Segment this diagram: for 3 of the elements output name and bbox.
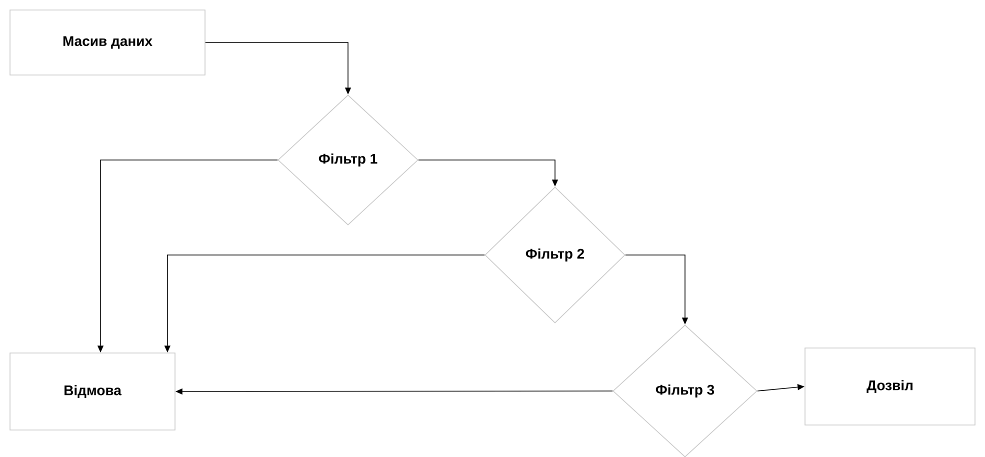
process-box: Дозвіл — [804, 348, 976, 426]
process-box: Масив даних — [10, 10, 206, 76]
process-box: Відмова — [10, 352, 176, 430]
